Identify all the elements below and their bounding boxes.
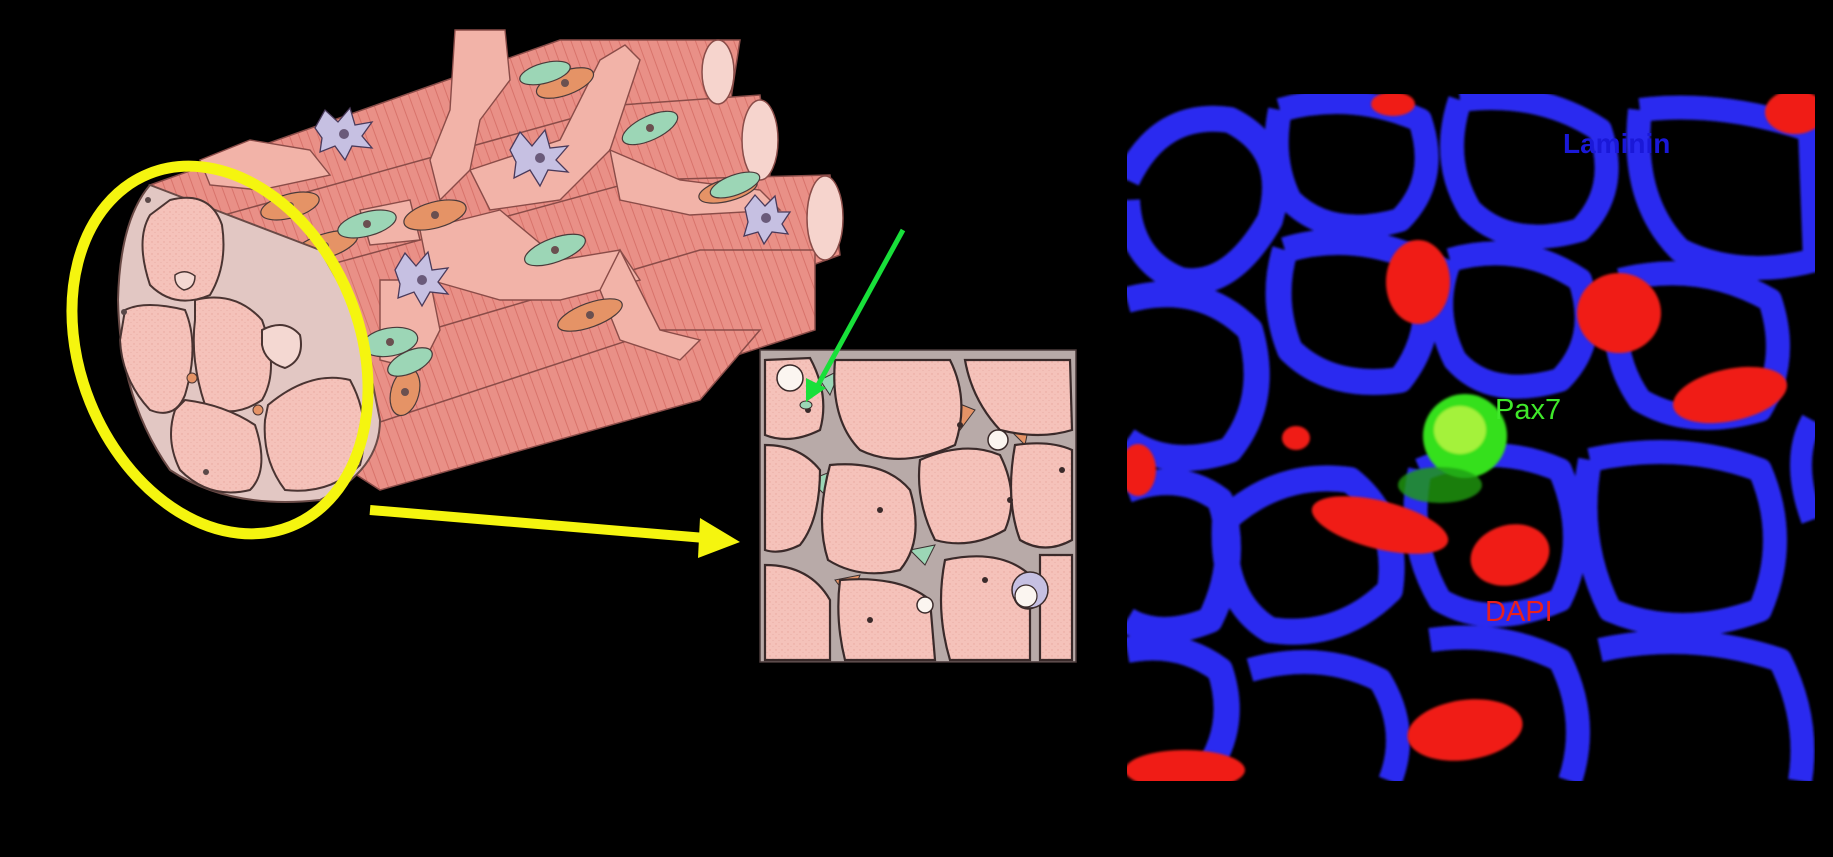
muscle-fascicle-illustration xyxy=(66,29,844,540)
laminin-label: Laminin xyxy=(1563,128,1671,159)
highlight-ellipse xyxy=(66,160,374,540)
inset-fibers xyxy=(763,356,1074,662)
pax7-label: Pax7 xyxy=(1495,394,1562,426)
dapi-stain xyxy=(1127,94,1815,781)
pax7-stain xyxy=(1398,394,1507,503)
green-arrow-icon xyxy=(806,228,906,402)
dapi-label: DAPI xyxy=(1485,596,1553,628)
macrophages xyxy=(314,106,792,308)
cross-section-inset xyxy=(759,349,1077,663)
laminin-stain xyxy=(1127,94,1815,781)
fluorescence-micrograph xyxy=(1127,94,1815,781)
yellow-arrow-icon xyxy=(369,505,740,558)
